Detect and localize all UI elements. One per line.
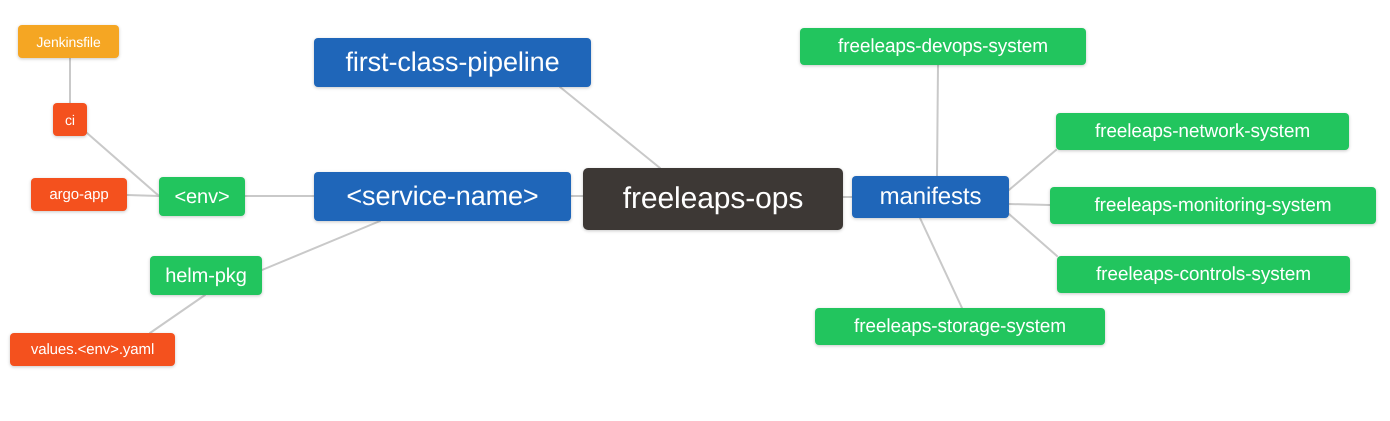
node-freeleaps-ops[interactable]: freeleaps-ops [583,168,843,230]
edge-helm-pkg-to-service-name [261,220,381,271]
node-freeleaps-storage-system[interactable]: freeleaps-storage-system [815,308,1105,345]
node-env[interactable]: <env> [159,177,245,216]
edge-manifests-to-freeleaps-storage-system [919,217,963,309]
edge-values-yaml-to-helm-pkg [149,294,206,334]
node-label: freeleaps-network-system [1094,121,1311,142]
node-jenkinsfile[interactable]: Jenkinsfile [18,25,119,58]
edge-argo-app-to-env [126,194,160,197]
node-helm-pkg[interactable]: helm-pkg [150,256,262,295]
node-label: freeleaps-storage-system [854,316,1066,337]
node-label: freeleaps-ops [622,182,804,215]
node-label: freeleaps-monitoring-system [1094,195,1332,216]
node-label: manifests [879,183,982,210]
node-values-yaml[interactable]: values.<env>.yaml [10,333,175,366]
node-manifests[interactable]: manifests [852,176,1009,218]
node-service-name[interactable]: <service-name> [314,172,571,221]
node-freeleaps-monitoring-system[interactable]: freeleaps-monitoring-system [1050,187,1376,224]
edge-manifests-to-freeleaps-devops-system [936,64,939,177]
edge-manifests-to-freeleaps-monitoring-system [1008,203,1051,206]
node-label: freeleaps-controls-system [1095,264,1312,285]
node-freeleaps-controls-system[interactable]: freeleaps-controls-system [1057,256,1350,293]
node-label: freeleaps-devops-system [838,36,1048,57]
node-label: first-class-pipeline [345,47,560,77]
node-label: helm-pkg [165,264,247,287]
node-first-class-pipeline[interactable]: first-class-pipeline [314,38,591,87]
node-ci[interactable]: ci [53,103,87,136]
node-label: argo-app [49,186,109,203]
node-label: values.<env>.yaml [30,341,155,358]
node-freeleaps-devops-system[interactable]: freeleaps-devops-system [800,28,1086,65]
edge-manifests-to-freeleaps-network-system [1008,149,1057,191]
node-label: Jenkinsfile [36,33,101,50]
node-label: ci [65,111,75,128]
node-argo-app[interactable]: argo-app [31,178,127,211]
node-label: <service-name> [346,181,539,211]
node-label: <env> [174,185,230,208]
edge-first-class-pipeline-to-freeleaps-ops [559,86,661,169]
node-freeleaps-network-system[interactable]: freeleaps-network-system [1056,113,1349,150]
